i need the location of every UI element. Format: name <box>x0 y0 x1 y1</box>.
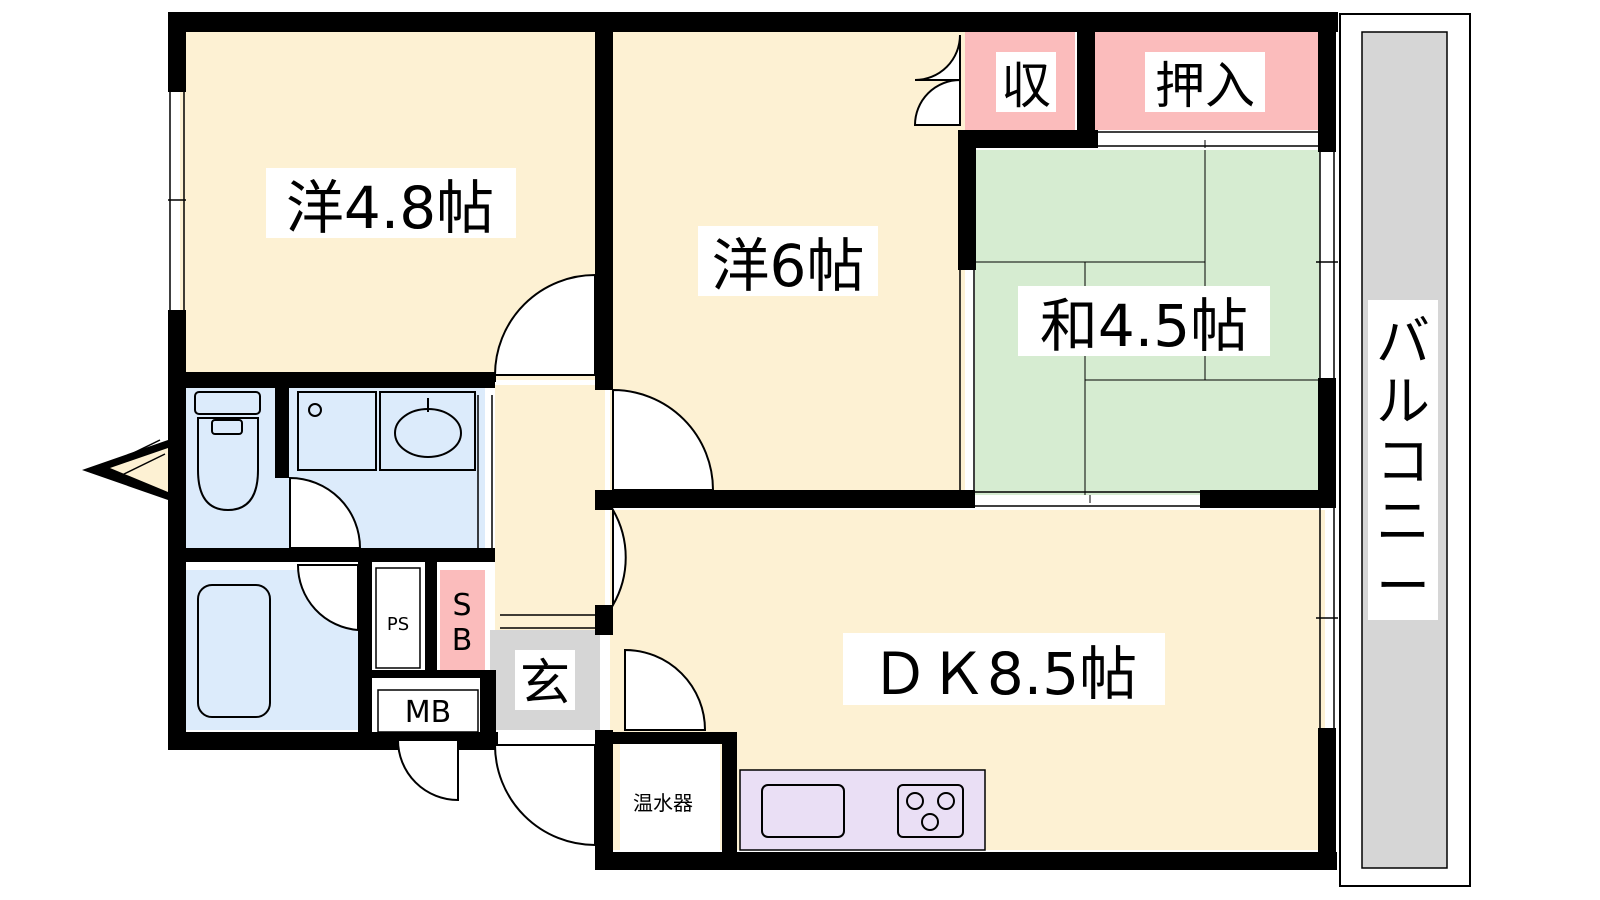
label-bg-dk <box>843 633 1165 705</box>
door-bath <box>296 564 359 632</box>
room-label-japanese: 和4.5帖 <box>1040 292 1248 360</box>
stove-icon <box>897 784 964 838</box>
ps-label: PS <box>387 614 409 635</box>
door-entrance <box>493 744 596 847</box>
label-bg-closet <box>1145 52 1265 112</box>
balcony-char-2: ル <box>1376 370 1430 433</box>
hallway-floor <box>495 385 605 630</box>
door-western-a <box>493 273 596 376</box>
door-mb <box>396 739 459 802</box>
toilet <box>194 391 261 512</box>
mb-label: MB <box>405 695 451 730</box>
door-storage-bottom <box>913 78 961 126</box>
balcony-char-3: コ <box>1376 430 1430 493</box>
water-heater-box <box>620 742 720 850</box>
bathtub <box>197 584 271 718</box>
label-bg-japanese <box>1018 286 1270 356</box>
windows <box>168 92 1338 728</box>
label-bg-entrance <box>515 650 575 710</box>
balcony-char-4: ニ <box>1376 490 1430 553</box>
kitchen-sink <box>761 784 845 838</box>
sb-floor <box>440 570 485 670</box>
sb-label-s: S <box>452 588 471 623</box>
ps-box <box>375 567 421 669</box>
sb-label-b: B <box>452 623 473 658</box>
doors <box>289 34 961 847</box>
washbasin <box>297 391 476 471</box>
door-toilet <box>289 476 362 549</box>
label-bg-western-b <box>698 226 878 296</box>
door-western-b <box>612 388 715 491</box>
room-label-entrance: 玄 <box>520 654 570 712</box>
balcony-char-1: バ <box>1376 310 1430 373</box>
mb-box <box>377 689 479 733</box>
door-water-heater <box>624 648 707 731</box>
door-storage-top <box>914 34 961 81</box>
exterior-vent <box>82 439 168 500</box>
label-bg-western-a <box>266 168 516 238</box>
balcony-char-5: ー <box>1376 555 1430 618</box>
door-dk <box>612 506 627 609</box>
room-label-water-heater: 温水器 <box>633 791 693 815</box>
label-bg-storage <box>996 52 1056 112</box>
walls <box>168 12 1338 870</box>
room-label-dk: ＤＫ8.5帖 <box>871 640 1137 708</box>
room-label-western-b: 洋6帖 <box>712 232 865 300</box>
room-label-western-a: 洋4.8帖 <box>286 174 494 242</box>
room-label-closet: 押入 <box>1155 57 1255 115</box>
balcony: バ ル コ ニ ー <box>1339 13 1471 887</box>
balcony-label-bg <box>1368 300 1438 620</box>
room-label-storage: 収 <box>1001 57 1051 115</box>
